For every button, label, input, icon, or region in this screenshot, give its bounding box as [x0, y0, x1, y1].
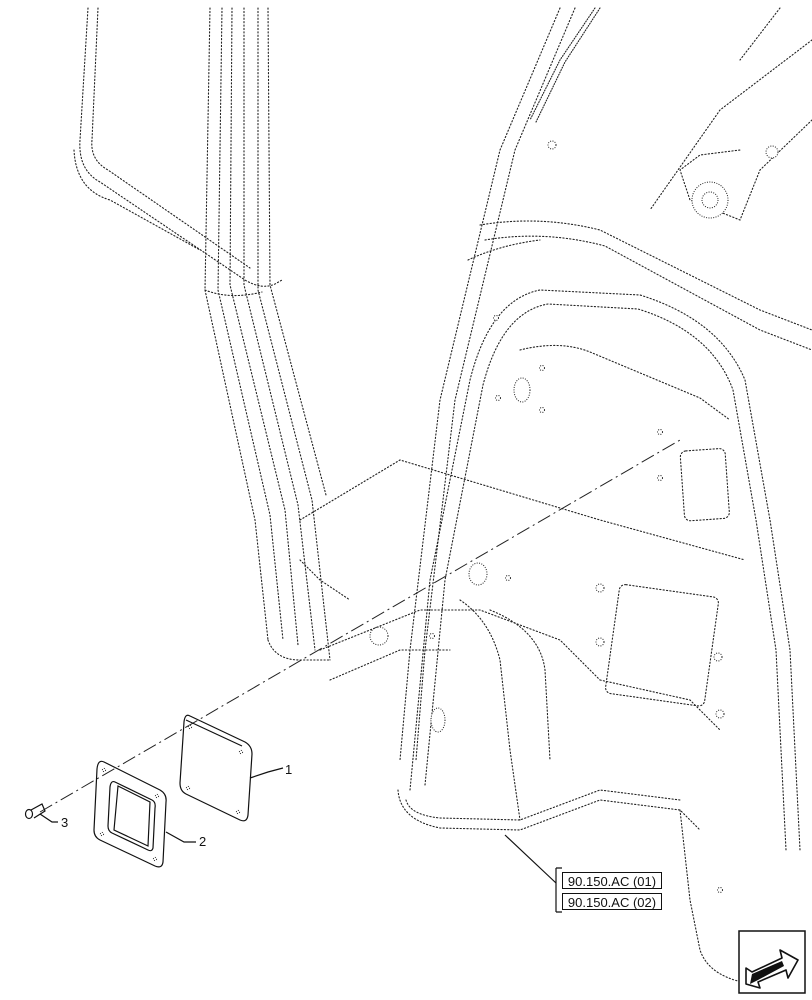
callout-label-1: 1: [285, 762, 293, 777]
rear-wall-cutouts: [369, 315, 730, 893]
roof-rail: [399, 7, 812, 761]
screw-part: [24, 803, 46, 820]
callout-label-2: 2: [199, 834, 207, 849]
gasket-frame-part: [93, 760, 167, 868]
cover-plate-part: [179, 714, 253, 822]
arrow-next-page-icon[interactable]: [738, 930, 806, 994]
callout-label-3: 3: [61, 815, 69, 830]
assembly-axis-line: [39, 439, 681, 813]
cab-floor: [299, 459, 746, 821]
reference-link-1[interactable]: 90.150.AC (01): [562, 872, 662, 889]
reference-link-2[interactable]: 90.150.AC (02): [562, 893, 662, 910]
left-door-frame: [73, 7, 331, 661]
callout-leaders: [39, 767, 562, 913]
